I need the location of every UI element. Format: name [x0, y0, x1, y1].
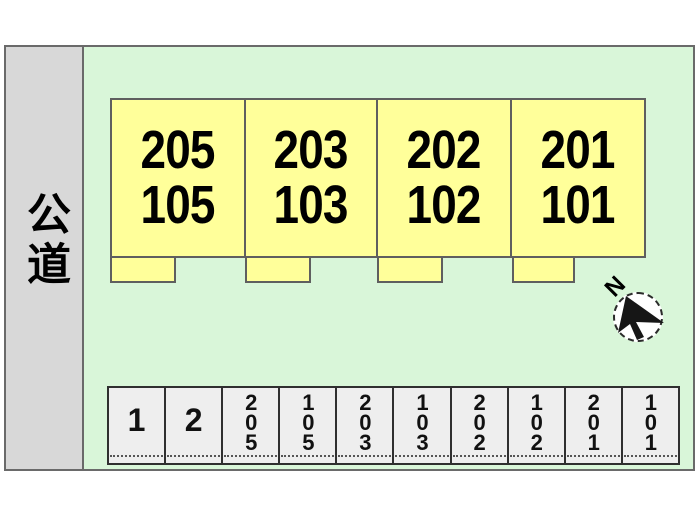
stall-number: 202 [467, 389, 493, 450]
parking-stall-205: 205 [221, 386, 281, 465]
public-road-label: 公道 [20, 191, 69, 292]
unit-number-upper: 201 [540, 120, 616, 180]
parking-stall-105: 105 [278, 386, 338, 465]
unit-number-upper: 205 [140, 120, 216, 180]
building-entrance-tab [377, 256, 443, 283]
unit-number-upper: 203 [273, 120, 349, 180]
building-row: 205 105 203 103 202 102 201 101 [110, 98, 646, 258]
parking-stall-203: 203 [335, 386, 395, 465]
unit-number-lower: 105 [140, 175, 216, 235]
parking-stall-202: 202 [449, 386, 509, 465]
parking-row: 1 2 205 105 203 103 202 102 [107, 386, 680, 465]
parking-stall-1: 1 [107, 386, 167, 465]
unit-number-lower: 103 [273, 175, 349, 235]
stall-number: 103 [410, 389, 436, 450]
public-road-strip: 公道 [6, 47, 84, 469]
parking-stall-2: 2 [164, 386, 224, 465]
building-202-102: 202 102 [376, 98, 512, 258]
stall-number: 101 [638, 389, 664, 450]
building-205-105: 205 105 [110, 98, 246, 258]
building-entrance-tab [512, 256, 575, 283]
stall-number: 102 [524, 389, 550, 450]
site-plan-area: 公道 205 105 203 103 202 102 201 101 N [4, 45, 695, 471]
parking-stall-101: 101 [620, 386, 680, 465]
stall-number: 201 [581, 389, 607, 450]
stall-number: 203 [352, 389, 378, 450]
building-203-103: 203 103 [244, 98, 378, 258]
building-201-101: 201 101 [510, 98, 646, 258]
building-entrance-tab [245, 256, 311, 283]
parking-stall-103: 103 [392, 386, 452, 465]
stall-number: 2 [184, 402, 203, 438]
building-entrance-tab [110, 256, 176, 283]
unit-number-upper: 202 [406, 120, 482, 180]
parking-stall-201: 201 [563, 386, 623, 465]
stall-number: 1 [127, 402, 146, 438]
compass-circle [613, 292, 663, 342]
stall-number: 105 [295, 389, 321, 450]
stall-number: 205 [238, 389, 264, 450]
unit-number-lower: 101 [540, 175, 616, 235]
parking-stall-102: 102 [506, 386, 566, 465]
unit-number-lower: 102 [406, 175, 482, 235]
